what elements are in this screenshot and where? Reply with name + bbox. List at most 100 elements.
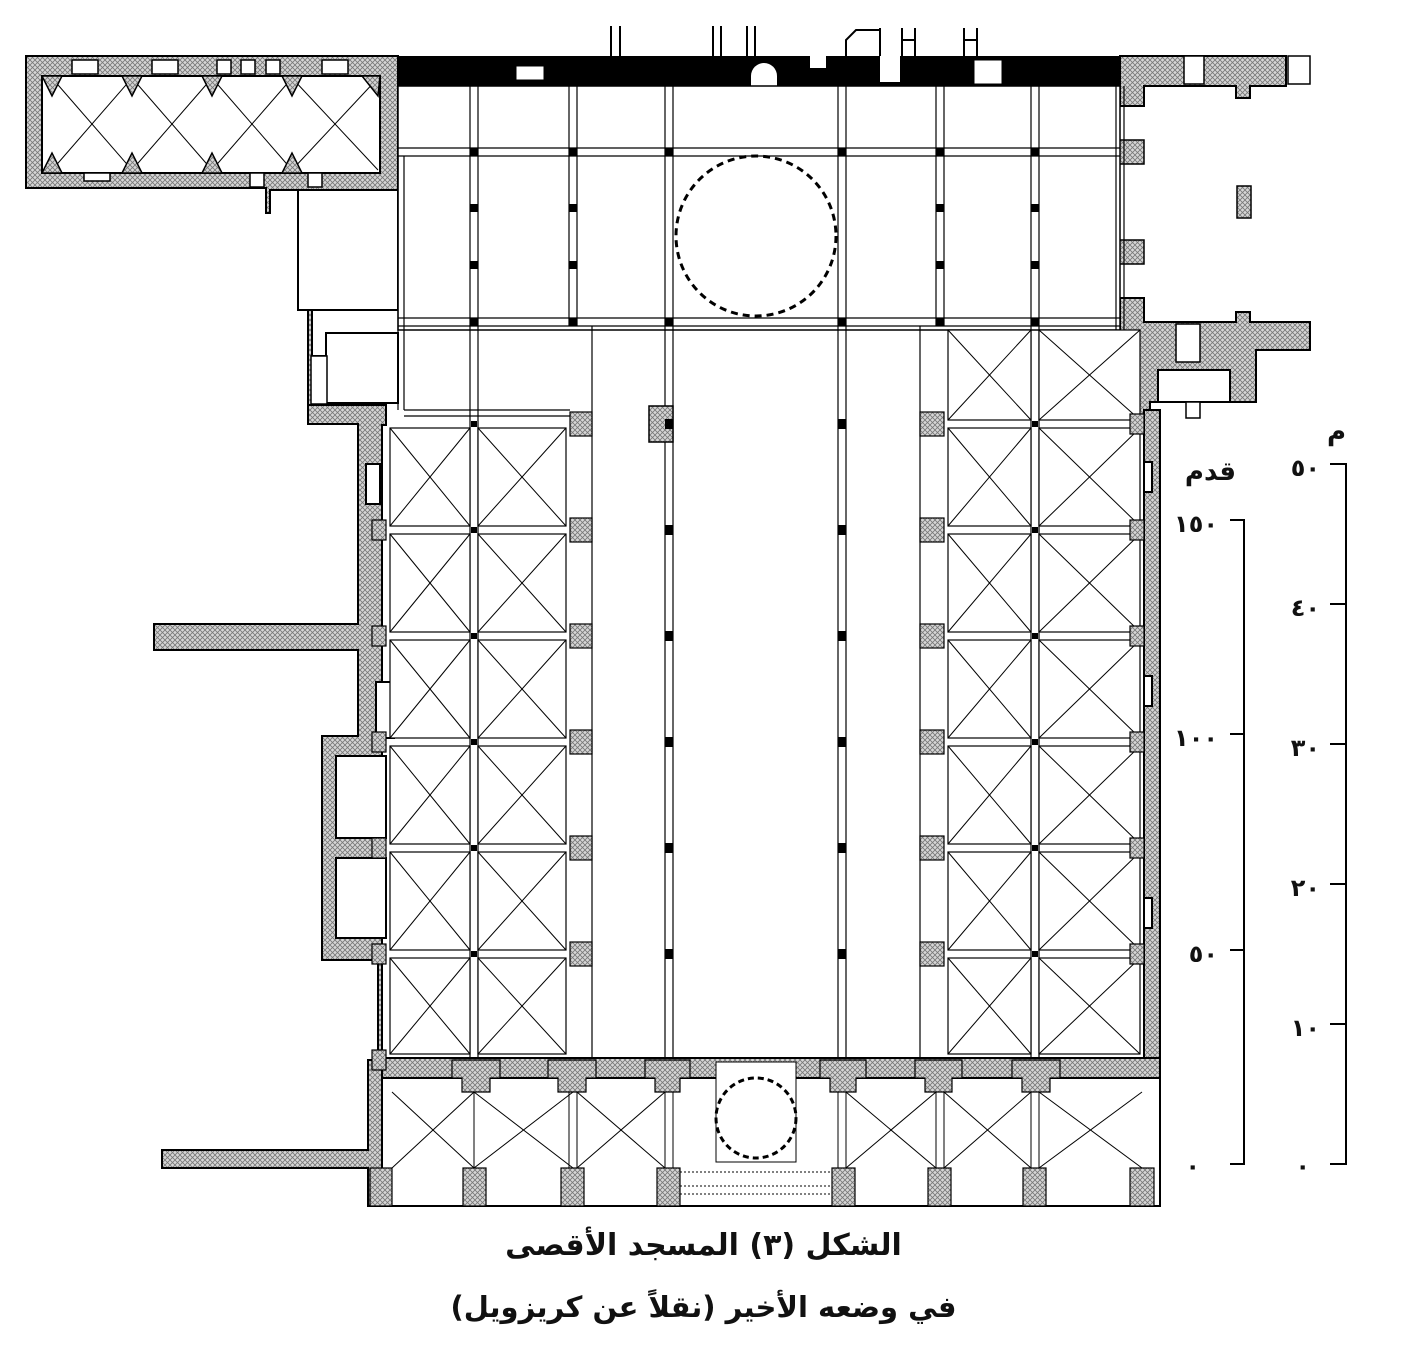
- east-aisle-bay: [947, 639, 1032, 739]
- column-dot: [1031, 204, 1039, 212]
- west-aisle-bay: [477, 533, 567, 633]
- aisle-column: [1032, 845, 1038, 851]
- porch-upper-pier: [644, 1059, 691, 1093]
- nave-column: [665, 737, 673, 747]
- east-aisle-bay: [947, 745, 1032, 845]
- northeast-bay: [1038, 329, 1141, 421]
- column-dot: [665, 318, 673, 326]
- scale-feet-tick-150: ١٥٠: [1174, 510, 1218, 538]
- column-dot: [470, 318, 478, 326]
- main-dome-outline: [674, 154, 838, 318]
- scale-m-tick-20: ٢٠: [1291, 874, 1320, 902]
- figure-caption-title: الشكل (٣) المسجد الأقصى: [505, 1228, 902, 1263]
- column-dot: [569, 318, 577, 326]
- aisle-column: [1032, 739, 1038, 745]
- west-aisle-bay: [389, 533, 471, 633]
- column-dot: [936, 148, 944, 156]
- nave-edge-pier: [569, 411, 593, 437]
- east-aisle-bay: [947, 427, 1032, 527]
- west-aisle-bay: [389, 427, 471, 527]
- column-dot: [838, 148, 846, 156]
- porch-lower-pier: [1129, 1167, 1155, 1207]
- nave-edge-pier: [569, 941, 593, 967]
- column-dot: [1031, 148, 1039, 156]
- column-dot: [665, 148, 673, 156]
- porch-dome-outline: [714, 1076, 798, 1160]
- aisle-column: [471, 951, 477, 957]
- scale-m-tick-50: ٥٠: [1291, 454, 1320, 482]
- scale-bar-feet: قدم ١٥٠ ١٠٠ ٥٠ ٠: [1174, 457, 1245, 1180]
- porch-vault-line: [1038, 1091, 1143, 1169]
- porch-lower-pier: [462, 1167, 487, 1207]
- porch-lower-pier: [656, 1167, 681, 1207]
- nave-column: [665, 949, 673, 959]
- east-aisle-bay: [947, 533, 1032, 633]
- west-wall-pier: [371, 625, 387, 647]
- aisle-column: [471, 739, 477, 745]
- aisle-column: [1032, 421, 1038, 427]
- nave-column: [838, 843, 846, 853]
- aisle-column: [471, 421, 477, 427]
- nave-edge-pier: [919, 941, 945, 967]
- scale-m-tick-40: ٤٠: [1291, 594, 1320, 622]
- east-aisle-bay: [1038, 851, 1141, 951]
- aisle-column: [471, 845, 477, 851]
- scale-m-tick-30: ٣٠: [1291, 734, 1320, 762]
- east-wall-pier: [1129, 731, 1145, 753]
- scale-m-unit: م: [1327, 417, 1346, 447]
- porch-vault-line: [943, 1091, 1032, 1169]
- qibla-wall: [398, 26, 1120, 86]
- west-aisle-bay: [477, 851, 567, 951]
- scale-bar-meters: م ٥٠ ٤٠ ٣٠ ٢٠ ١٠ ٠: [1291, 417, 1347, 1180]
- west-aisle-bay: [389, 639, 471, 739]
- northwest-annex: [25, 55, 399, 406]
- aisle-column: [471, 633, 477, 639]
- porch-upper-pier: [1011, 1059, 1061, 1093]
- annex-piers: [40, 75, 381, 174]
- porch-vault-line: [576, 1091, 666, 1169]
- nave-column: [838, 419, 846, 429]
- central-nave: [404, 326, 921, 1058]
- qibla-projections: [610, 26, 978, 56]
- east-wall-pier: [1129, 625, 1145, 647]
- scale-m-tick-10: ١٠: [1291, 1014, 1320, 1042]
- porch-upper-pier: [451, 1059, 501, 1093]
- east-aisle-bay: [1038, 639, 1141, 739]
- west-aisle-bay: [389, 957, 471, 1055]
- porch-lower-pier: [927, 1167, 952, 1207]
- nave-column: [665, 631, 673, 641]
- column-dot: [838, 318, 846, 326]
- west-aisle-bay: [389, 851, 471, 951]
- column-dot: [569, 148, 577, 156]
- column-dot: [569, 204, 577, 212]
- east-aisle-bay: [1038, 745, 1141, 845]
- nave-edge-pier: [569, 517, 593, 543]
- porch-lower-pier: [369, 1167, 393, 1207]
- porch-upper-pier: [547, 1059, 597, 1093]
- east-aisle-bay: [947, 851, 1032, 951]
- column-dot: [936, 318, 944, 326]
- nave-edge-pier: [569, 835, 593, 861]
- annex-windows: [71, 59, 349, 188]
- east-aisle-bay: [1038, 957, 1141, 1055]
- porch-dome-bay: [715, 1061, 797, 1163]
- aisle-column: [471, 527, 477, 533]
- annex-vault-crosses: [51, 77, 379, 171]
- aisle-column: [1032, 951, 1038, 957]
- west-wall-pier: [371, 1049, 387, 1071]
- nave-edge-pier: [569, 729, 593, 755]
- west-wall-pier: [371, 731, 387, 753]
- scale-feet-tick-100: ١٠٠: [1174, 724, 1218, 752]
- east-wall-pier: [1129, 413, 1145, 435]
- northeast-bay: [947, 329, 1032, 421]
- west-aisle-bay: [477, 745, 567, 845]
- west-wall-pier: [371, 943, 387, 965]
- nave-edge-pier: [569, 623, 593, 649]
- column-dot: [470, 148, 478, 156]
- porch-vault-line: [473, 1091, 574, 1169]
- nave-column: [665, 525, 673, 535]
- nave-column: [838, 631, 846, 641]
- nave-column: [838, 525, 846, 535]
- nave-edge-pier: [919, 411, 945, 437]
- west-aisle-bay: [477, 639, 567, 739]
